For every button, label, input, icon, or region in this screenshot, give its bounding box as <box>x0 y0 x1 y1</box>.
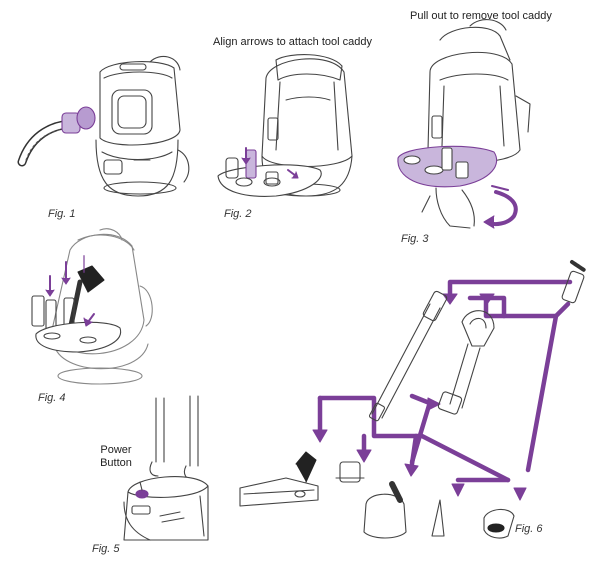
power-button-label-line1: Power <box>100 444 132 456</box>
fig4-label: Fig. 4 <box>38 392 66 404</box>
fig2-label: Fig. 2 <box>224 208 252 220</box>
fig1-canister-hose <box>17 55 190 197</box>
fig6-label: Fig. 6 <box>515 523 543 535</box>
power-button-label: Power Button <box>86 444 146 470</box>
fig3-label: Fig. 3 <box>401 233 429 245</box>
caption-align-arrows: Align arrows to attach tool caddy <box>213 36 372 48</box>
fig3-remove-caddy <box>397 19 531 229</box>
power-button-label-line2: Button <box>100 457 132 469</box>
caption-pull-out: Pull out to remove tool caddy <box>410 10 552 22</box>
arrow-heads <box>312 293 527 501</box>
fig5-power-button <box>123 395 209 541</box>
fig5-label: Fig. 5 <box>92 543 120 555</box>
power-button-leader <box>139 481 143 491</box>
fig2-attach-caddy <box>217 54 353 197</box>
fig1-label: Fig. 1 <box>48 208 76 220</box>
fig6-accessories <box>239 260 586 539</box>
fig4-caddy-tools <box>31 228 153 385</box>
distribution-arrows <box>317 279 573 483</box>
